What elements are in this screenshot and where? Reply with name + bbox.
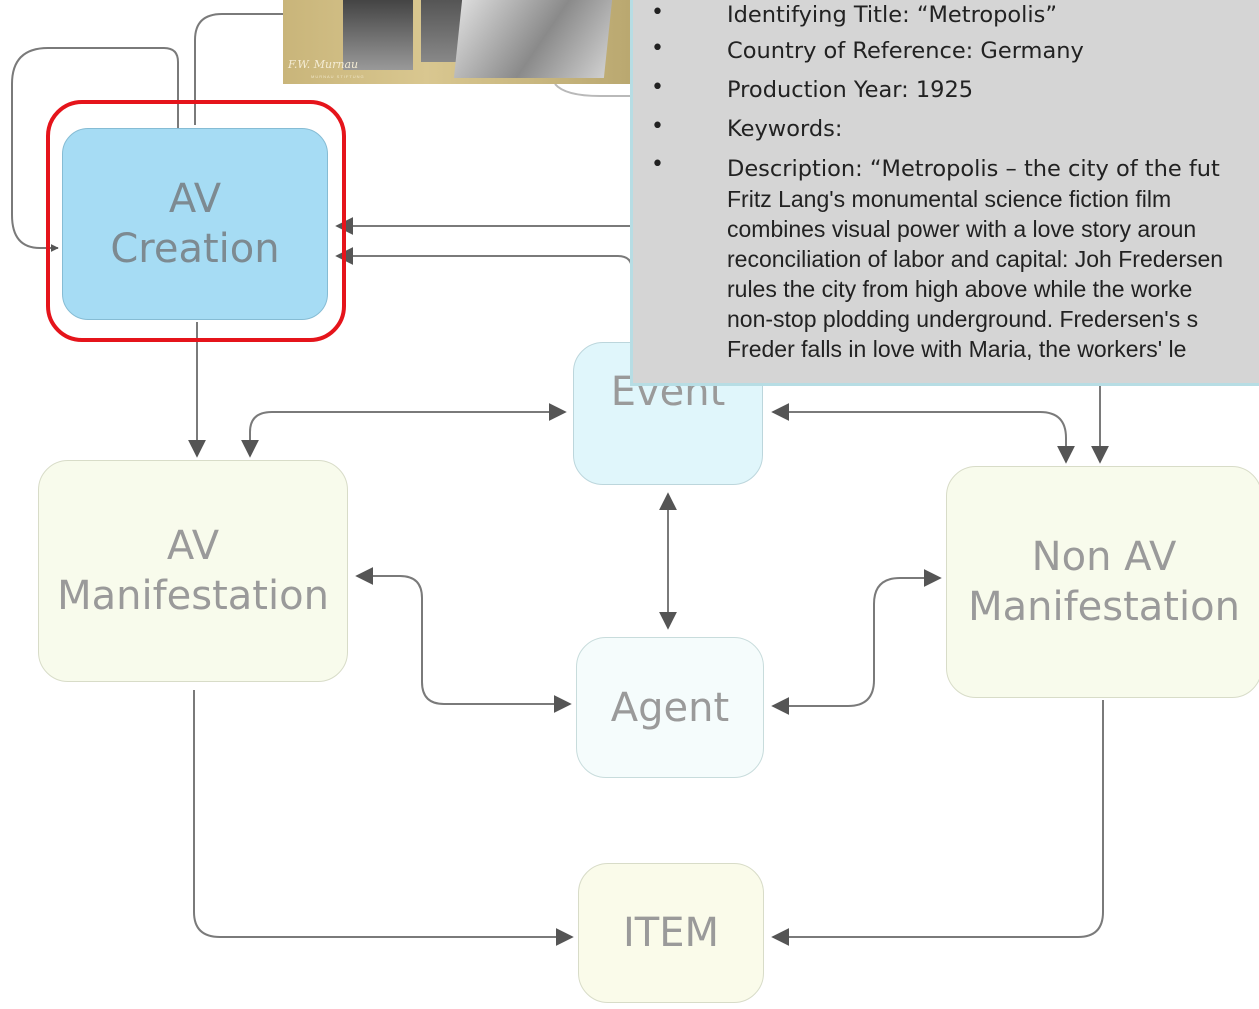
- description-line: reconciliation of labor and capital: Joh…: [727, 246, 1224, 272]
- description-line: non-stop plodding underground. Fredersen…: [727, 306, 1199, 332]
- field-description: Description: “Metropolis – the city of t…: [727, 154, 1259, 364]
- field-year-text: Production Year: 1925: [727, 77, 974, 103]
- event-to-av-manifestation: [241, 403, 567, 458]
- node-non-av-manifestation-line1: Non AV: [1031, 534, 1177, 580]
- creation-input-arrow-2: [335, 247, 633, 312]
- av-manifestation-to-item: [193, 690, 574, 946]
- node-av-creation[interactable]: AV Creation: [62, 128, 328, 320]
- node-av-creation-line2: Creation: [110, 226, 280, 272]
- node-av-manifestation[interactable]: AV Manifestation: [38, 460, 348, 682]
- description-line: Fritz Lang's monumental science fiction …: [727, 186, 1172, 212]
- metadata-info-panel: • Identifying Title: “Metropolis” • Coun…: [630, 0, 1259, 386]
- node-non-av-manifestation-line2: Manifestation: [968, 584, 1240, 630]
- film-poster-thumbnail: F.W. Murnau MURNAU STIFTUNG: [283, 0, 643, 84]
- panel-left-curve: [554, 83, 630, 97]
- selection-highlight: [46, 100, 346, 342]
- node-item-label: ITEM: [622, 910, 719, 956]
- node-av-creation-line1: AV: [168, 176, 222, 222]
- poster-building-3: [453, 0, 613, 78]
- description-line: Freder falls in love with Maria, the wor…: [727, 336, 1187, 362]
- bullet-icon: •: [651, 75, 664, 100]
- av-manifestation-agent-link: [355, 567, 572, 713]
- node-agent-label: Agent: [610, 684, 730, 731]
- poster-signature: F.W. Murnau: [288, 58, 359, 71]
- field-country-text: Country of Reference: Germany: [727, 38, 1084, 64]
- node-item[interactable]: ITEM: [578, 863, 764, 1003]
- bullet-icon: •: [651, 152, 664, 177]
- node-av-manifestation-line2: Manifestation: [57, 573, 329, 619]
- description-line: combines visual power with a love story …: [727, 216, 1197, 242]
- event-to-non-av: [771, 403, 1075, 464]
- creation-self-loop: [11, 47, 179, 252]
- bullet-icon: •: [651, 114, 664, 139]
- field-keywords-text: Keywords:: [727, 116, 843, 142]
- description-line: Description: “Metropolis – the city of t…: [727, 156, 1220, 182]
- poster-subtitle: MURNAU STIFTUNG: [311, 74, 365, 79]
- poster-building-1: [343, 0, 413, 70]
- field-title-text: Identifying Title: “Metropolis”: [727, 2, 1058, 28]
- bullet-icon: •: [651, 0, 664, 25]
- non-av-to-item: [771, 700, 1104, 946]
- non-av-agent-link: [771, 569, 942, 715]
- node-non-av-manifestation[interactable]: Non AV Manifestation: [946, 466, 1259, 698]
- node-av-manifestation-line1: AV: [166, 523, 220, 569]
- creation-top-connector: [194, 13, 283, 125]
- description-line: rules the city from high above while the…: [727, 276, 1193, 302]
- bullet-icon: •: [651, 36, 664, 61]
- node-agent[interactable]: Agent: [576, 637, 764, 778]
